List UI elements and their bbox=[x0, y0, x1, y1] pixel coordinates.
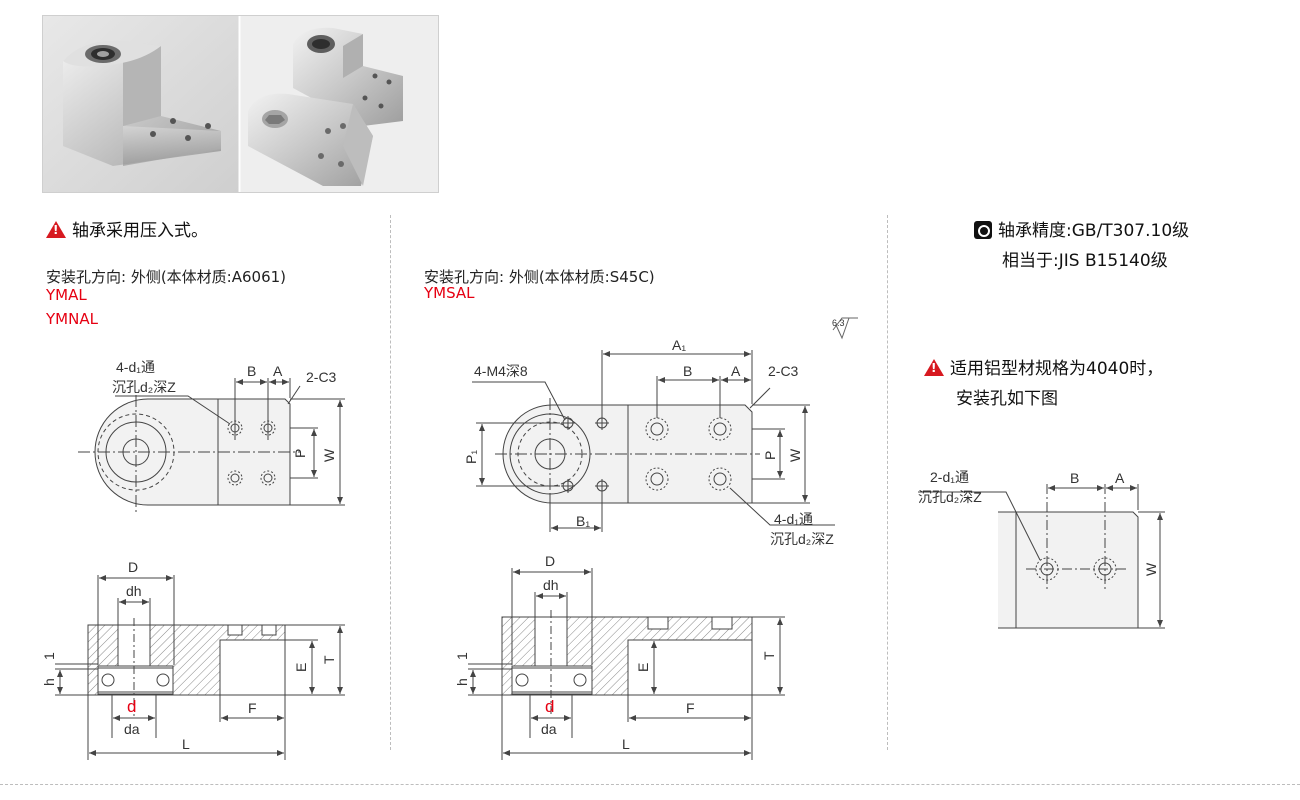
dim-label: h bbox=[41, 678, 57, 686]
dim-label: 4-d₁通 bbox=[116, 359, 155, 375]
product-photos bbox=[43, 16, 438, 192]
product-photo-frame bbox=[42, 15, 439, 193]
dim-label: dh bbox=[543, 577, 559, 593]
dim-label: da bbox=[541, 721, 557, 737]
section-view-ymsal bbox=[468, 568, 785, 760]
dim-label: W bbox=[321, 448, 337, 462]
profile-note-text: 适用铝型材规格为4040时， bbox=[950, 359, 1164, 379]
bearing-note-text: 轴承采用压入式。 bbox=[72, 221, 208, 241]
dim-label: B bbox=[683, 363, 692, 379]
precision-text: 轴承精度:GB/T307.10级 bbox=[998, 221, 1190, 241]
column-divider bbox=[390, 215, 391, 750]
dim-label: A bbox=[1115, 470, 1125, 486]
profile-note-2: 安装孔如下图 bbox=[956, 389, 1058, 409]
dim-label: B₁ bbox=[576, 513, 590, 529]
dim-label: P bbox=[762, 451, 778, 460]
column-divider bbox=[887, 215, 888, 750]
dim-label: B bbox=[1070, 470, 1079, 486]
dim-label: 2-d₁通 bbox=[930, 469, 969, 485]
dim-label: P bbox=[292, 449, 308, 458]
warning-icon: ! bbox=[924, 359, 944, 376]
dim-label: E bbox=[635, 663, 651, 672]
hole-direction-label: 安装孔方向: 外侧(本体材质:A6061) bbox=[46, 268, 287, 286]
dim-label: L bbox=[622, 736, 630, 752]
warning-icon: ! bbox=[46, 221, 66, 238]
dim-label: W bbox=[1143, 562, 1159, 576]
dim-label: 1 bbox=[454, 652, 470, 660]
precision-line-2: 相当于:JIS B15140级 bbox=[1002, 251, 1168, 271]
model-code: YMSAL bbox=[424, 284, 475, 302]
dim-label: A bbox=[731, 363, 741, 379]
dim-label: A₁ bbox=[672, 337, 686, 353]
dim-label: dh bbox=[126, 583, 142, 599]
dim-label: B bbox=[247, 363, 256, 379]
top-view-ymsal bbox=[472, 317, 858, 532]
top-view-ymal bbox=[78, 378, 345, 512]
dim-label: 2-C3 bbox=[306, 369, 337, 385]
precision-line-1: 轴承精度:GB/T307.10级 bbox=[974, 216, 1189, 241]
dim-label: F bbox=[248, 700, 257, 716]
dim-label: da bbox=[124, 721, 140, 737]
dim-label: D bbox=[128, 559, 138, 575]
dim-label: 沉孔d₂深Z bbox=[112, 379, 176, 395]
dim-label: E bbox=[293, 663, 309, 672]
dim-label: 4-d₁通 bbox=[774, 511, 813, 527]
dim-label: T bbox=[761, 651, 777, 660]
profile-view-4040 bbox=[918, 484, 1165, 629]
bearing-note: ! 轴承采用压入式。 bbox=[46, 216, 208, 241]
model-code: YMAL bbox=[46, 286, 87, 304]
profile-note-1: ! 适用铝型材规格为4040时， bbox=[924, 354, 1163, 379]
bracket-photo-left bbox=[63, 40, 221, 166]
dim-label: 2-C3 bbox=[768, 363, 799, 379]
dim-label: 1 bbox=[41, 652, 57, 660]
dim-label: A bbox=[273, 363, 283, 379]
dim-label: D bbox=[545, 553, 555, 569]
dim-label: L bbox=[182, 736, 190, 752]
dim-label: F bbox=[686, 700, 695, 716]
hole-direction-label: 安装孔方向: 外侧(本体材质:S45C) bbox=[424, 268, 655, 286]
target-circle-icon bbox=[974, 221, 992, 239]
dim-label-red: d bbox=[127, 697, 136, 716]
model-code: YMNAL bbox=[46, 310, 98, 328]
dim-label: h bbox=[454, 678, 470, 686]
dim-label: 沉孔d₂深Z bbox=[770, 531, 834, 547]
dim-label: P₁ bbox=[463, 450, 479, 464]
dim-label: 4-M4深8 bbox=[474, 363, 528, 379]
dim-label: T bbox=[321, 655, 337, 664]
dim-label-red: d bbox=[545, 697, 554, 716]
section-view-ymal bbox=[55, 575, 345, 760]
dim-label: 沉孔d₂深Z bbox=[918, 489, 982, 505]
bracket-photo-right bbox=[248, 27, 403, 186]
roughness-label: 6.3 bbox=[832, 318, 845, 328]
dim-label: W bbox=[787, 448, 803, 462]
bottom-divider bbox=[0, 784, 1300, 785]
